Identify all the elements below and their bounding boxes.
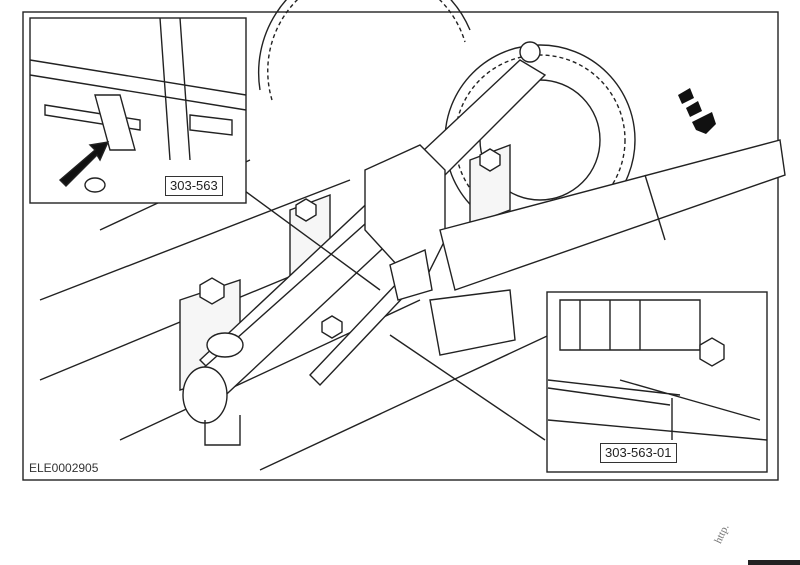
scan-edge: [748, 560, 800, 565]
figure-frame: [22, 11, 779, 481]
inset-detail-adapter: [546, 291, 768, 473]
wrench-handle: [439, 139, 786, 291]
leader-lines: [229, 179, 546, 441]
inset-detail-tool: [29, 17, 247, 204]
camshaft-locking-tool: [182, 41, 547, 446]
tool-callout-label: 303-563: [165, 176, 223, 196]
rotation-arrow-icon: [678, 88, 716, 134]
figure-id-label: ELE0002905: [29, 461, 99, 475]
adapter-callout-label: 303-563-01: [600, 443, 677, 463]
